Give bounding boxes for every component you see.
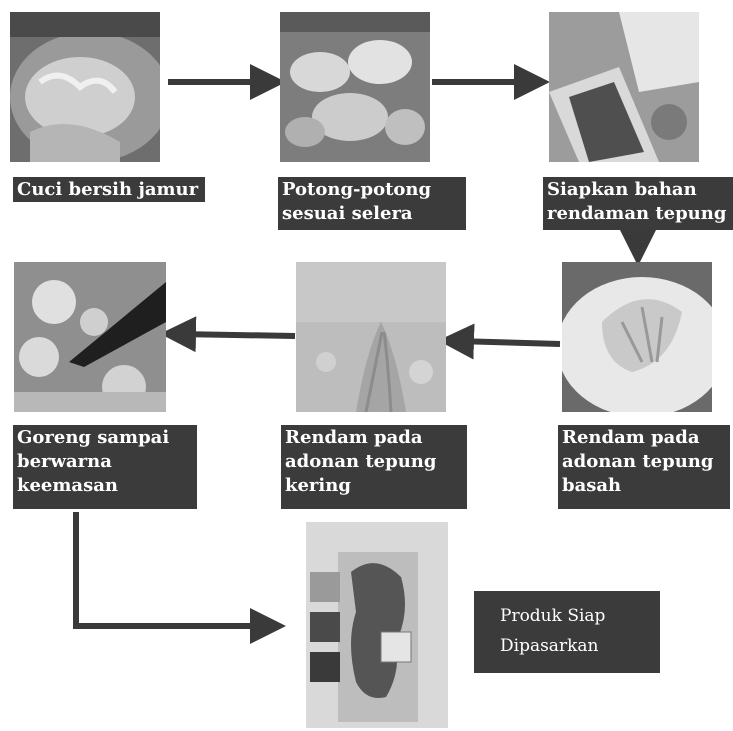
step-6-label: Goreng sampai berwarna keemasan <box>13 425 197 509</box>
arrow-6-to-product <box>76 512 268 626</box>
step-3-label: Siapkan bahan rendaman tepung <box>543 177 733 230</box>
washing-mushrooms-photo <box>10 12 160 162</box>
chopped-mushrooms-photo <box>280 12 430 162</box>
flour-packet-photo <box>549 12 699 162</box>
step-5-label: Rendam pada adonan tepung kering <box>281 425 467 509</box>
step-4-label: Rendam pada adonan tepung basah <box>558 425 730 509</box>
step-1-label: Cuci bersih jamur <box>13 177 205 202</box>
arrow-4-to-5 <box>456 341 560 344</box>
dry-flour-photo <box>296 262 446 412</box>
product-label: Produk Siap Dipasarkan <box>474 591 660 673</box>
arrow-5-to-6 <box>178 334 295 336</box>
step-2-label: Potong-potong sesuai selera <box>278 177 466 230</box>
frying-photo <box>14 262 166 412</box>
wet-batter-photo <box>562 262 712 412</box>
packaged-product-photo <box>306 522 448 728</box>
